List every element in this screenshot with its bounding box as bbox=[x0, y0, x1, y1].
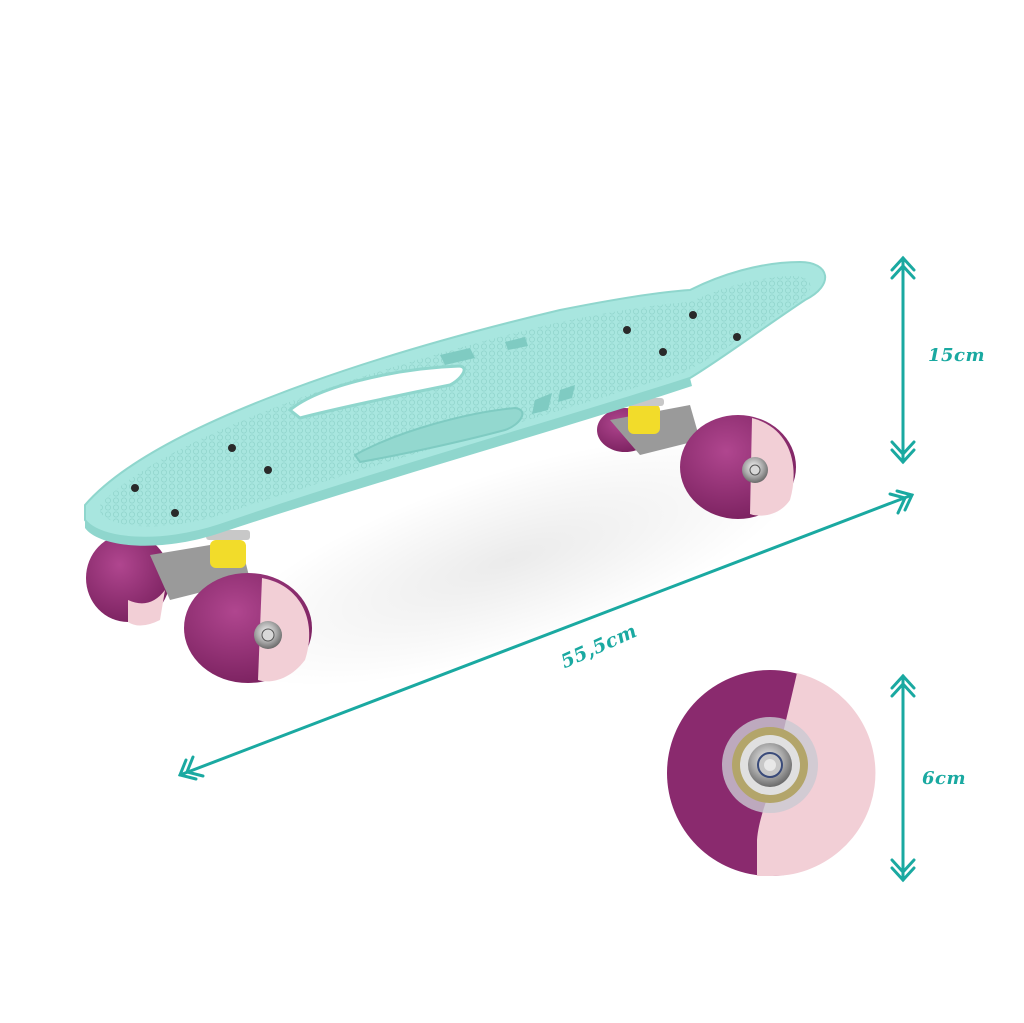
deck-bolts bbox=[131, 311, 741, 517]
height-dimension-label: 15cm bbox=[928, 345, 986, 366]
skateboard-deck bbox=[84, 260, 826, 546]
height-dimension-arrow bbox=[890, 255, 916, 465]
length-dimension-arrow bbox=[177, 489, 915, 781]
back-rear-wheel bbox=[86, 534, 170, 626]
wheel-diameter-label: 6cm bbox=[922, 768, 967, 789]
wheel-closeup bbox=[667, 670, 876, 877]
front-front-wheel bbox=[680, 415, 796, 519]
wheel-dimension-arrow bbox=[890, 673, 916, 883]
front-rear-wheel bbox=[184, 573, 312, 683]
